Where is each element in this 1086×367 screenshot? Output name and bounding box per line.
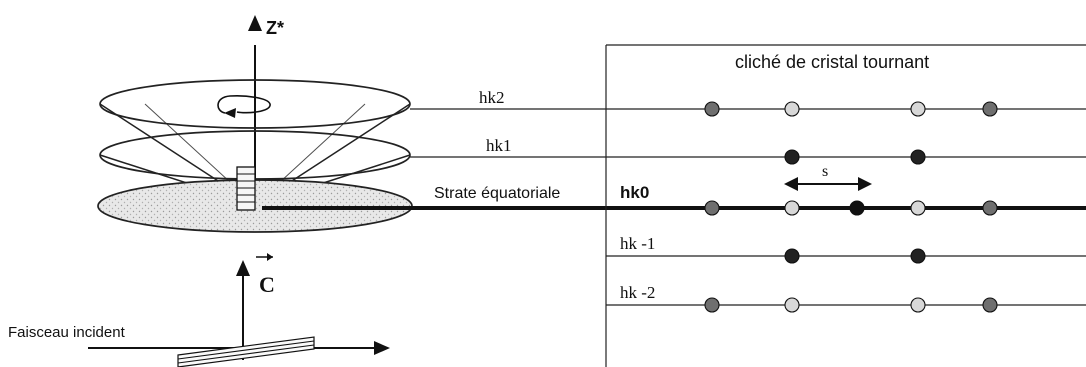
- c-axis-arrowhead: [236, 260, 250, 276]
- spot-hk-minus2-3: [910, 297, 926, 313]
- left-panel: Z*: [8, 15, 413, 367]
- detector-title: cliché de cristal tournant: [735, 52, 929, 72]
- equatorial-label: Strate équatoriale: [434, 185, 560, 202]
- spot-hk0-5: [982, 200, 998, 216]
- layer-label-hk2: hk2: [479, 88, 505, 107]
- layer-label-hk1: hk1: [486, 136, 512, 155]
- layer-label-hk-minus1: hk -1: [620, 234, 655, 253]
- incident-beam-label: Faisceau incident: [8, 324, 126, 341]
- layer-label-hk-minus2: hk -2: [620, 283, 655, 302]
- c-vector-arrow-icon: [267, 253, 273, 261]
- upper-layer-ellipse: [99, 79, 411, 129]
- spot-hk-minus2-1: [704, 297, 720, 313]
- spot-hk2-4: [982, 101, 998, 117]
- rotation-arrowhead-icon: [224, 108, 236, 118]
- layer-label-hk0: hk0: [620, 183, 649, 202]
- spacing-label: s: [822, 163, 828, 180]
- z-star-label: Z*: [266, 18, 284, 38]
- right-panel: cliché de cristal tournant hk2 hk1 Strat…: [434, 44, 1086, 367]
- spot-hk2-3: [910, 101, 926, 117]
- spot-hk2-1: [704, 101, 720, 117]
- spot-hk0-1: [704, 200, 720, 216]
- z-star-arrowhead: [248, 15, 262, 31]
- layer-lines: [262, 108, 1086, 306]
- spot-hk-minus2-4: [982, 297, 998, 313]
- crystal-bar: [177, 336, 315, 367]
- c-vector-label: C: [259, 272, 275, 297]
- spot-hk0-3: [849, 200, 865, 216]
- spot-hk2-2: [784, 101, 800, 117]
- spacing-right-arrowhead: [858, 177, 872, 191]
- spot-hk-minus2-2: [784, 297, 800, 313]
- spot-hk-minus1-2: [910, 248, 926, 264]
- spot-hk1-1: [784, 149, 800, 165]
- spacing-left-arrowhead: [784, 177, 798, 191]
- crystal-stack: [236, 166, 256, 211]
- spot-hk0-2: [784, 200, 800, 216]
- spot-hk-minus1-1: [784, 248, 800, 264]
- spot-hk1-2: [910, 149, 926, 165]
- rotation-icon: [217, 95, 271, 114]
- spot-hk0-4: [910, 200, 926, 216]
- incident-beam-arrowhead: [374, 341, 390, 355]
